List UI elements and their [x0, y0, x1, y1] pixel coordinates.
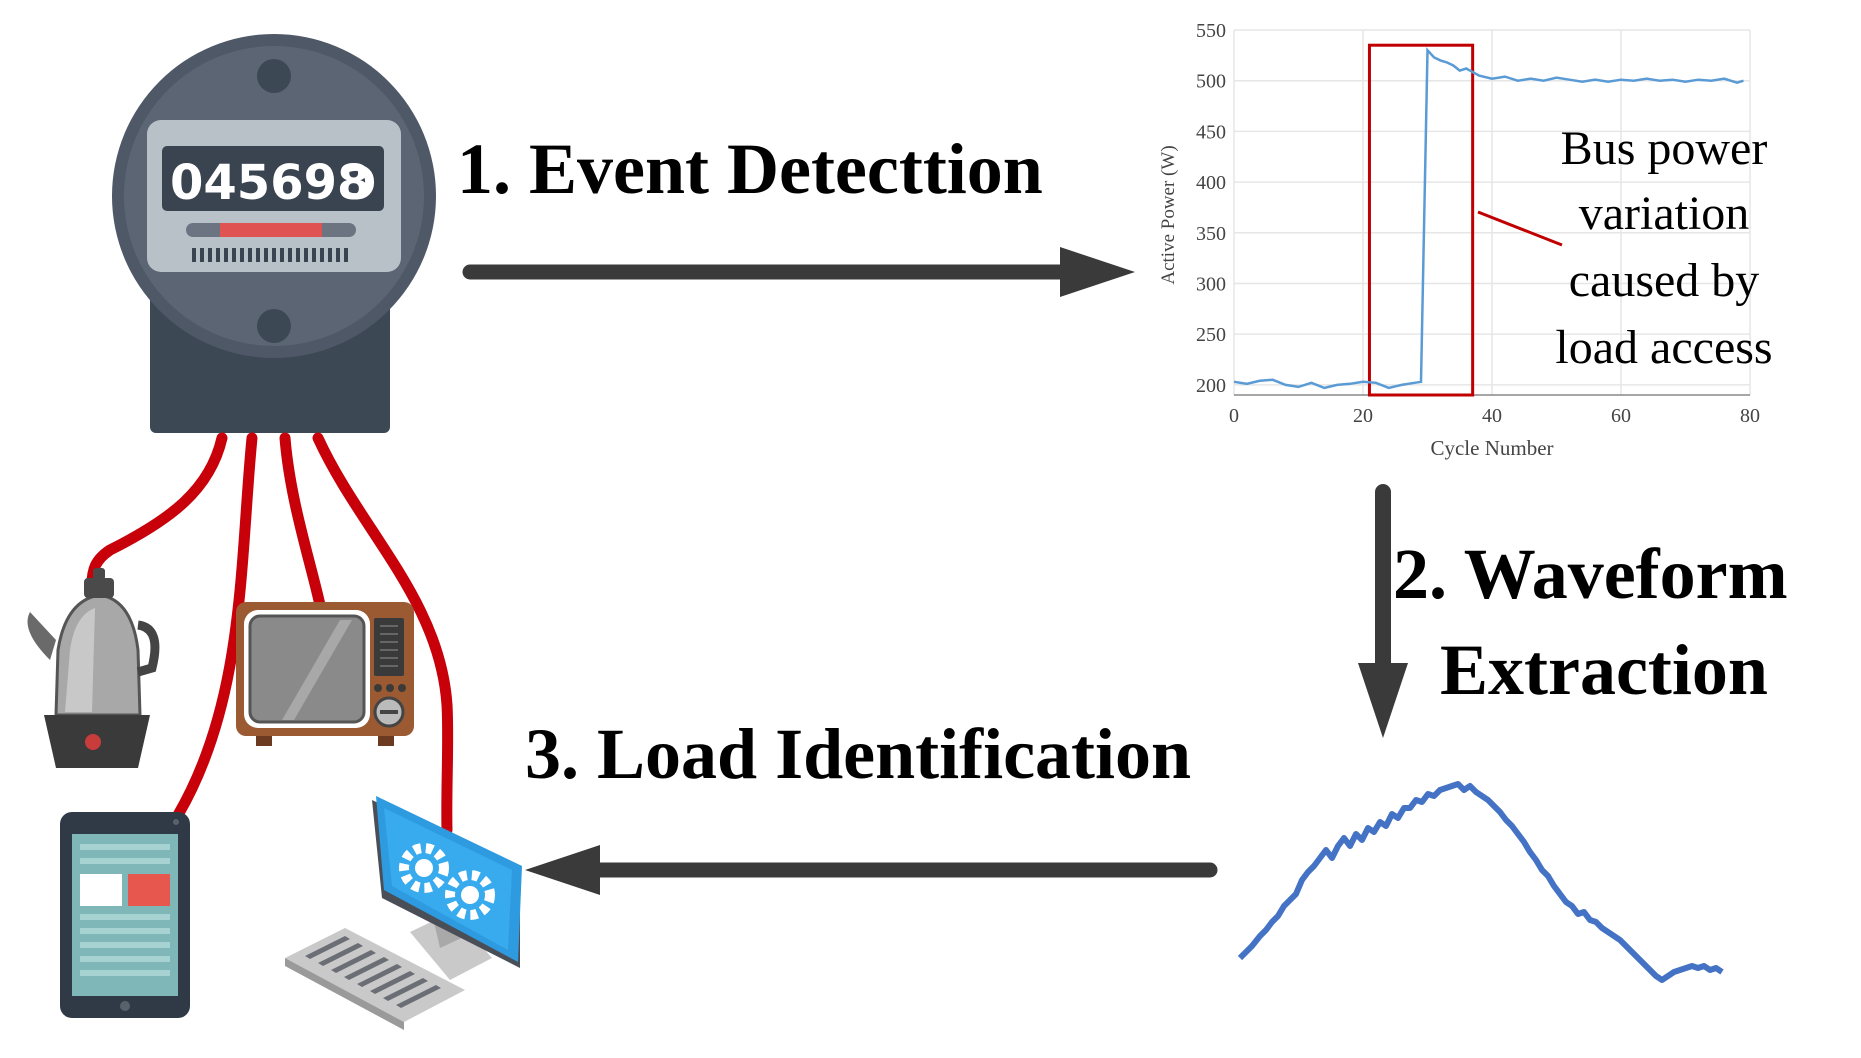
x-tick-label-0: 0 — [1229, 405, 1239, 427]
x-tick-label-4: 80 — [1740, 405, 1760, 427]
y-tick-label-0: 200 — [1196, 375, 1226, 397]
wire-tablet — [172, 432, 258, 821]
wire-kettle — [86, 432, 228, 591]
x-tick-label-1: 20 — [1353, 405, 1373, 427]
step-2-label-line1: 2. Waveform — [1393, 534, 1788, 614]
power-wires — [86, 432, 454, 836]
annotation-line1: Bus power — [1561, 122, 1768, 175]
y-tick-label-2: 300 — [1196, 273, 1226, 295]
y-tick-label-6: 500 — [1196, 71, 1226, 93]
tablet-icon — [60, 812, 190, 1018]
annotation-line3: caused by — [1569, 254, 1760, 307]
annotation-connector — [1477, 210, 1563, 247]
wire-computer — [312, 432, 454, 836]
annotation-line4: load access — [1555, 321, 1772, 374]
chart-annotation: Bus power variation caused by load acces… — [1555, 122, 1772, 374]
active-power-chart: 200 250 300 350 400 450 500 550 0 20 40 60 80 Cycle … — [1158, 20, 1773, 460]
annotation-line2: variation — [1579, 187, 1750, 240]
electric-meter-icon: 045698 Ͻ — [112, 34, 436, 433]
step-3-label: 3. Load Identification — [525, 714, 1191, 794]
x-tick-label-3: 60 — [1611, 405, 1631, 427]
tv-icon — [236, 602, 414, 746]
meter-reading: 045698 — [170, 155, 370, 211]
y-tick-label-5: 450 — [1196, 121, 1226, 143]
arrow-load-identification — [525, 845, 1218, 895]
computer-icon — [372, 796, 522, 980]
extracted-waveform — [1237, 781, 1724, 983]
step-2-label-line2: Extraction — [1440, 630, 1768, 710]
y-tick-label-1: 250 — [1196, 324, 1226, 346]
y-tick-label-4: 400 — [1196, 172, 1226, 194]
kettle-icon — [27, 568, 160, 768]
step-1-label: 1. Event Detecttion — [457, 129, 1043, 209]
arrow-waveform-extraction — [1358, 484, 1408, 738]
arrow-event-detection — [462, 247, 1135, 297]
highlight-box — [1367, 43, 1475, 397]
wire-tv — [279, 432, 326, 611]
y-axis-label: Active Power (W) — [1158, 145, 1179, 284]
svg-text:Ͻ: Ͻ — [344, 156, 376, 210]
x-axis-label: Cycle Number — [1430, 436, 1553, 460]
keyboard-icon — [285, 928, 465, 1030]
y-tick-label-3: 350 — [1196, 223, 1226, 245]
y-tick-label-7: 550 — [1196, 20, 1226, 42]
series-line-active-power — [1233, 47, 1744, 390]
gear-icon — [399, 843, 495, 920]
x-tick-label-2: 40 — [1482, 405, 1502, 427]
chart-grid — [1233, 29, 1751, 395]
